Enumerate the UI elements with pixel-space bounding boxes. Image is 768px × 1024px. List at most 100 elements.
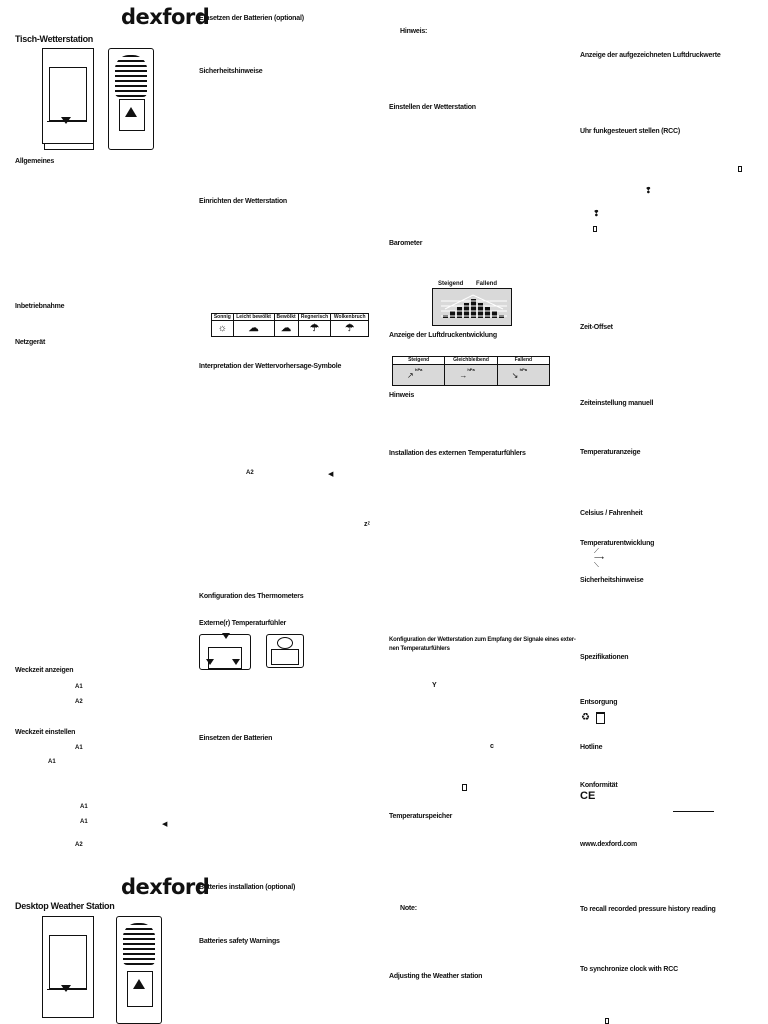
trend-label-fallend: Fallend (514, 357, 533, 363)
trend-arrows-icon: ⟋⟶⟍ (594, 548, 605, 569)
heading-aufgezeichnete: Anzeige der aufgezeichneten Luftdruckwer… (580, 52, 721, 59)
cloudy-icon: ☁ (273, 320, 299, 337)
weather-symbol-table: Sonnig Leicht bewölkt Bewölkt Regnerisch… (211, 313, 369, 337)
hinweis-label: Hinweis: (400, 28, 428, 35)
battery-icon (593, 226, 597, 232)
page-title-de: Tisch-Wetterstation (15, 34, 93, 44)
page-title-en: Desktop Weather Station (15, 901, 115, 911)
heading-temp-anzeige: Temperaturanzeige (580, 449, 641, 456)
heading-spezifikationen: Spezifikationen (580, 654, 629, 661)
battery-icon (738, 166, 742, 172)
label-a2: A2 (75, 842, 83, 848)
heading-uhr-funk: Uhr funkgesteuert stellen (RCC) (580, 128, 680, 135)
weather-label-bewoelkt: Bewölkt (273, 313, 299, 321)
barometer-bar-display (432, 288, 512, 326)
device-front-illustration (42, 48, 94, 144)
signal-icon: c (490, 743, 494, 750)
warning-icon (133, 979, 145, 989)
heading-interpretation: Interpretation der Wettervorhersage-Symb… (199, 363, 342, 370)
label-a1: A1 (75, 684, 83, 690)
battery-icon (605, 1018, 609, 1024)
speaker-icon: ◀ (162, 821, 168, 828)
heading-inbetriebnahme: Inbetriebnahme (15, 303, 65, 310)
heading-sicherheitshinweise: Sicherheitshinweise (580, 577, 644, 584)
trend-label-gleichbleibend: Gleichbleibend (445, 357, 498, 364)
heading-allgemeines: Allgemeines (15, 158, 55, 165)
device-front-illustration (42, 916, 94, 1018)
note-label: Note: (400, 905, 417, 912)
heading-temp-entwicklung: Temperaturentwicklung (580, 540, 655, 547)
label-a2: A2 (246, 470, 254, 476)
partly-cloudy-icon: ☁ (232, 320, 275, 337)
label-a1: A1 (75, 745, 83, 751)
signature-line (673, 811, 714, 812)
heading-batterien-optional: Einsetzen der Batterien (optional) (199, 15, 304, 22)
heading-anzeige-luftdruck: Anzeige der Luftdruckentwicklung (389, 332, 497, 339)
antenna-icon: ❢ (645, 186, 652, 195)
device-back-illustration (116, 916, 162, 1024)
heading-konfiguration-thermometer: Konfiguration des Thermometers (199, 593, 304, 600)
heading-recall: To recall recorded pressure history read… (580, 906, 716, 913)
arrow-up-icon: hPa ↗ (393, 365, 446, 385)
antenna-icon: ❢ (593, 209, 600, 218)
weather-label-regnerisch: Regnerisch (297, 313, 332, 321)
heading-konfiguration-line1: Konfiguration der Wetterstation zum Empf… (389, 637, 576, 643)
trend-label-steigend: Steigend (393, 357, 446, 364)
heading-externer-fuehler: Externe(r) Temperaturfühler (199, 620, 287, 627)
device-back-illustration (108, 48, 154, 150)
heading-konformitaet: Konformität (580, 782, 618, 789)
triangle-icon (61, 117, 71, 124)
heading-zeit-offset: Zeit-Offset (580, 324, 613, 331)
ce-mark-icon: CE (580, 790, 596, 802)
sensor-front-illustration (199, 633, 251, 670)
triangle-icon (61, 985, 71, 992)
heading-adjusting: Adjusting the Weather station (389, 973, 483, 980)
recycle-icon: ♻ (581, 712, 590, 723)
website-link[interactable]: www.dexford.com (580, 841, 638, 848)
heading-netzgeraet: Netzgerät (15, 339, 46, 346)
arrow-down-icon: hPa ↘ (511, 367, 527, 380)
hinweis-heading: Hinweis (389, 392, 415, 399)
heading-weckzeit-einstellen: Weckzeit einstellen (15, 729, 76, 736)
pressure-trend-table: Steigend Gleichbleibend Fallend hPa ↗ hP… (392, 356, 550, 386)
heading-batteries-safety: Batteries safety Warnings (199, 938, 280, 945)
storm-icon: ☂ (330, 320, 369, 337)
brand-logo-de: dexford (121, 5, 210, 29)
heading-sicherheitshinweise: Sicherheitshinweise (199, 68, 263, 75)
heading-entsorgung: Entsorgung (580, 699, 618, 706)
label-a1: A1 (48, 759, 56, 765)
sun-icon: ☼ (211, 320, 234, 337)
speaker-grille-icon (115, 55, 147, 97)
antenna-icon: Y (432, 682, 437, 689)
trash-bin-icon (596, 712, 605, 724)
heading-celsius: Celsius / Fahrenheit (580, 510, 643, 517)
weather-label-leicht-bewoelkt: Leicht bewölkt (232, 313, 275, 321)
heading-barometer: Barometer (389, 240, 423, 247)
heading-einstellen: Einstellen der Wetterstation (389, 104, 476, 111)
heading-weckzeit-anzeigen: Weckzeit anzeigen (15, 667, 74, 674)
heading-temperaturspeicher: Temperaturspeicher (389, 813, 453, 820)
heading-batterien: Einsetzen der Batterien (199, 735, 273, 742)
speaker-icon: ◀ (328, 471, 334, 478)
baro-label-fallend: Fallend (476, 281, 498, 287)
heading-synchronize: To synchronize clock with RCC (580, 966, 678, 973)
heading-hotline: Hotline (580, 744, 603, 751)
heading-batteries-optional: Batteries installation (optional) (199, 884, 296, 891)
snooze-icon: zᶻ (364, 521, 371, 528)
label-a1: A1 (80, 819, 88, 825)
heading-konfiguration-line2: nen Temperaturfühlers (389, 646, 450, 652)
rain-icon: ☂ (297, 320, 332, 337)
battery-icon (462, 784, 467, 791)
label-a1: A1 (80, 804, 88, 810)
baro-label-steigend: Steigend (438, 281, 464, 287)
warning-icon (125, 107, 137, 117)
sensor-back-illustration (266, 634, 304, 668)
label-a2: A2 (75, 699, 83, 705)
weather-label-wolkenbruch: Wolkenbruch (330, 313, 369, 321)
heading-installation-fuehler: Installation des externen Temperaturfühl… (389, 450, 526, 457)
brand-logo-en: dexford (121, 875, 210, 899)
heading-zeit-manuell: Zeiteinstellung manuell (580, 400, 654, 407)
speaker-grille-icon (123, 923, 155, 965)
weather-label-sonnig: Sonnig (211, 313, 234, 321)
heading-einrichten: Einrichten der Wetterstation (199, 198, 288, 205)
